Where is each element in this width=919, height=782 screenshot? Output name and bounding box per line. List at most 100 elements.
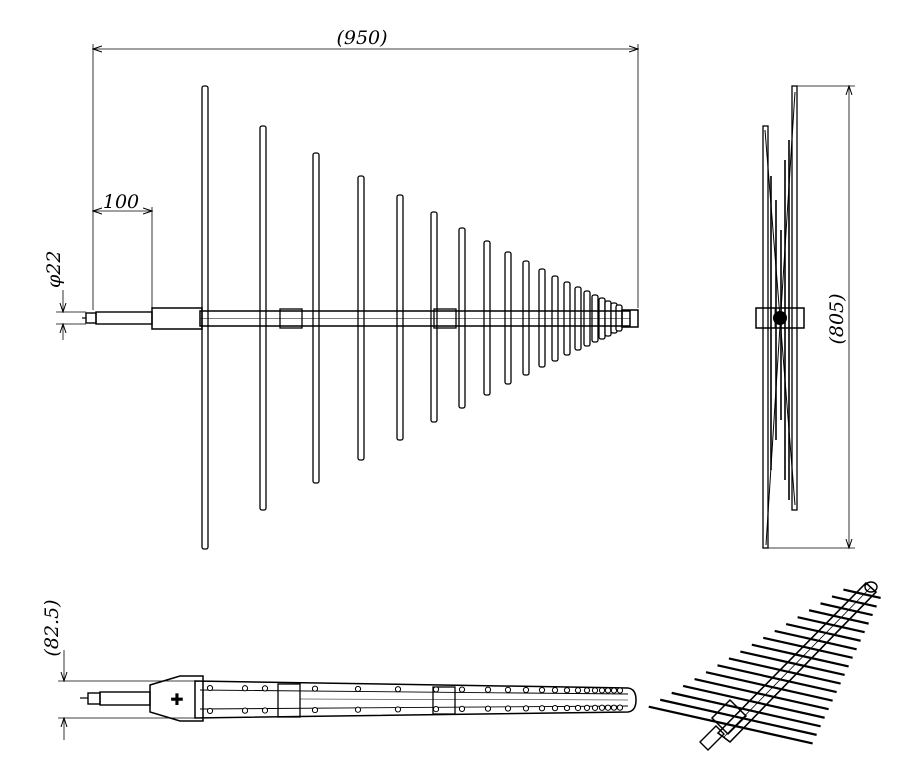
isometric-view [648, 581, 881, 751]
top-mount-holes [206, 684, 624, 715]
mount-hole [458, 705, 466, 713]
dim-feed-offset-label: 100 [103, 191, 139, 213]
mount-hole [522, 705, 530, 712]
mount-hole [591, 704, 599, 711]
iso-element [734, 724, 813, 745]
front-dipole-element [357, 175, 365, 461]
mount-hole [484, 686, 492, 693]
iso-element [820, 602, 849, 611]
mount-hole [354, 706, 362, 713]
front-elements [201, 85, 623, 550]
front-clamp [433, 308, 457, 329]
front-connector-housing [151, 307, 203, 330]
top-connector-tube [99, 691, 151, 706]
mount-hole [504, 705, 512, 712]
front-dipole-element [483, 240, 491, 396]
iso-element [717, 664, 781, 681]
dim-thickness: (82.5) [41, 599, 195, 740]
iso-element [831, 595, 856, 603]
mount-hole [261, 685, 269, 692]
iso-element [682, 684, 758, 704]
mount-hole [563, 704, 571, 712]
mount-hole [538, 705, 546, 712]
iso-element [802, 655, 849, 668]
iso-connector-tube [699, 725, 725, 751]
iso-element [659, 698, 743, 720]
dim-height-label: (805) [826, 293, 848, 344]
mount-hole [241, 685, 249, 692]
iso-element [832, 623, 865, 634]
connector-mark-icon: ✚ [170, 690, 183, 709]
front-dipole-element [504, 251, 512, 385]
front-end-cap [621, 309, 639, 328]
mount-hole [432, 686, 440, 693]
mount-hole [484, 705, 492, 712]
front-dipole-element [201, 85, 209, 550]
mount-hole [458, 686, 466, 693]
side-hub [755, 307, 805, 329]
front-dipole-element [396, 194, 404, 441]
mount-hole [206, 684, 214, 692]
top-clamp [277, 683, 301, 718]
mount-hole [563, 687, 571, 694]
dim-overall-length: (950) [93, 27, 638, 310]
top-connector-head [149, 675, 204, 722]
iso-element [847, 608, 873, 617]
mount-hole [583, 704, 591, 712]
front-dipole-element [615, 304, 623, 332]
dim-diameter: φ22 [43, 251, 86, 340]
iso-element [648, 705, 736, 728]
mount-hole [394, 686, 402, 693]
front-dipole-element [538, 268, 546, 368]
front-view: (950) 100 φ22 [43, 27, 639, 550]
mount-hole [598, 704, 606, 711]
mount-hole [574, 687, 582, 694]
front-clamp [279, 308, 303, 329]
iso-connector-head [710, 698, 748, 736]
front-dipole-element [458, 227, 466, 409]
iso-element [764, 693, 829, 711]
mount-hole [261, 707, 269, 714]
iso-element [742, 717, 817, 736]
iso-element [810, 647, 853, 659]
iso-element [757, 701, 825, 719]
iso-element [797, 616, 834, 627]
dim-feed-offset: 100 [93, 191, 152, 308]
side-view: (805) [755, 85, 855, 548]
mount-hole [354, 685, 362, 693]
side-connector-circle [773, 311, 787, 325]
iso-element [740, 650, 796, 665]
mount-hole [394, 706, 402, 713]
iso-element [840, 616, 869, 625]
front-dipole-element [312, 152, 320, 484]
top-boom-outline [194, 680, 637, 719]
dim-height: (805) [768, 86, 855, 548]
iso-element [855, 600, 877, 608]
iso-element [728, 657, 788, 673]
front-dipole-element [522, 260, 530, 376]
dim-overall-length-label: (950) [336, 27, 387, 49]
mount-hole [311, 706, 319, 714]
side-rod-long [791, 85, 798, 511]
iso-element [705, 671, 773, 689]
iso-element [794, 662, 845, 677]
iso-boom [716, 581, 878, 744]
mount-hole [604, 687, 612, 694]
iso-element [825, 631, 861, 642]
iso-element [808, 609, 841, 619]
mount-hole [551, 687, 559, 694]
iso-end-cap [864, 581, 878, 593]
mount-hole [616, 704, 624, 711]
mount-hole [616, 687, 624, 694]
iso-element [772, 686, 833, 702]
iso-element [843, 588, 864, 596]
mount-hole [598, 687, 606, 694]
dim-thickness-label: (82.5) [41, 599, 63, 656]
front-dipole-element [259, 125, 267, 511]
iso-element [694, 678, 766, 697]
mount-hole [591, 687, 599, 694]
iso-element [817, 639, 857, 651]
top-connector-tip [87, 692, 101, 705]
iso-element [785, 622, 826, 634]
